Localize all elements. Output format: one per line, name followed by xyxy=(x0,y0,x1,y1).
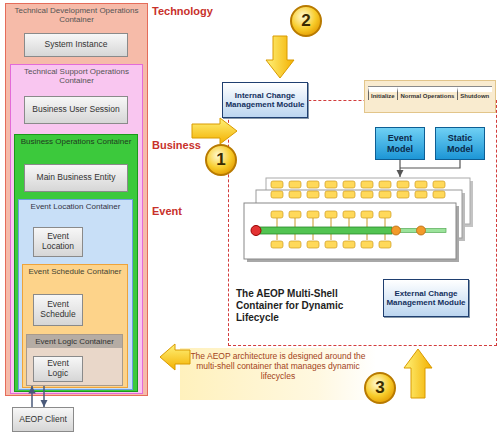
step-row xyxy=(270,240,396,250)
container-heading: Business Operations Container xyxy=(15,137,137,146)
entity-box: Business User Session xyxy=(24,96,128,124)
box-label: Event Logic xyxy=(34,359,82,379)
leader-line xyxy=(400,160,460,168)
connector-arrow xyxy=(43,386,45,407)
container-heading: Event Logic Container xyxy=(27,335,122,348)
panel-shadow xyxy=(269,181,473,227)
entity-box: Event Location xyxy=(33,227,83,257)
leader-line xyxy=(399,160,400,177)
container-heading: Event Location Container xyxy=(19,202,132,211)
module-label: Internal Change Management Module xyxy=(223,91,307,109)
timeline-bar xyxy=(256,227,392,234)
box-label: Business User Session xyxy=(30,105,121,115)
callout-number: 2 xyxy=(291,6,321,36)
lifecycle-panel xyxy=(266,178,470,224)
callout-arrow xyxy=(192,118,237,144)
step-row xyxy=(270,190,450,200)
shell-container: Event Logic ContainerEvent Logic xyxy=(26,334,123,386)
state-dot xyxy=(392,226,401,235)
change-module: Internal Change Management Module xyxy=(222,82,308,118)
section-label: Technology xyxy=(152,5,232,20)
client-box: AEOP Client xyxy=(12,407,74,432)
callout-circle xyxy=(206,145,236,175)
note-box: The AEOP architecture is designed around… xyxy=(180,348,376,400)
connector-arrow xyxy=(31,386,33,407)
lifecycle-panel xyxy=(256,190,462,238)
shell-container: Technical Development Operations Contain… xyxy=(5,3,148,396)
shell-container: Event Schedule ContainerEvent ScheduleEv… xyxy=(22,264,128,388)
entity-box: System Instance xyxy=(24,33,128,57)
step-links xyxy=(270,218,396,240)
callout-arrow xyxy=(160,344,190,370)
container-heading: Technical Development Operations Contain… xyxy=(6,6,147,24)
panel-shadow xyxy=(259,193,465,241)
box-label: Main Business Entity xyxy=(35,173,118,183)
lifecycle-container: The AEOP Multi-Shell Container for Dynam… xyxy=(228,100,497,346)
phase-label: Initialize xyxy=(368,87,397,100)
panel-shadow xyxy=(247,206,459,262)
timeline-bar xyxy=(398,229,446,233)
box-label: Event Schedule xyxy=(34,300,82,320)
container-heading: Technical Support Operations Container xyxy=(11,67,142,85)
entity-box: Main Business Entity xyxy=(24,164,128,192)
module-label: External Change Management Module xyxy=(384,289,468,307)
callout-arrow xyxy=(404,349,432,398)
entity-box: Event Logic xyxy=(33,356,83,382)
start-dot xyxy=(251,226,261,236)
phase-label: Normal Operations xyxy=(397,87,457,100)
box-label: Event Location xyxy=(34,232,82,252)
shell-container: Business Operations ContainerMain Busine… xyxy=(14,134,138,392)
box-label: AEOP Client xyxy=(17,415,69,425)
model-box: Static Model xyxy=(435,127,485,160)
container-heading: Event Schedule Container xyxy=(23,267,127,276)
state-dot xyxy=(417,226,426,235)
phase-label: Shutdown xyxy=(457,87,492,100)
step-row xyxy=(270,210,396,220)
lifecycle-panel xyxy=(244,203,456,259)
entity-box: Event Schedule xyxy=(33,294,83,326)
section-label: Event xyxy=(152,205,212,220)
box-label: System Instance xyxy=(43,40,110,50)
callout-number: 1 xyxy=(206,145,236,175)
lifecycle-bar: InitializeNormal OperationsShutdown xyxy=(364,80,496,113)
callout-circle xyxy=(291,6,321,36)
note-text: The AEOP architecture is designed around… xyxy=(184,352,372,381)
shell-container: Technical Support Operations ContainerBu… xyxy=(10,64,143,394)
shell-container: Event Location ContainerEvent LocationEv… xyxy=(18,199,133,390)
callout-circle xyxy=(365,373,395,403)
model-label: Event Model xyxy=(376,133,424,154)
model-label: Static Model xyxy=(436,133,484,154)
model-box: Event Model xyxy=(375,127,425,160)
change-module: External Change Management Module xyxy=(383,279,469,317)
callout-arrow xyxy=(266,36,294,78)
step-row xyxy=(270,180,450,190)
container-title: The AEOP Multi-Shell Container for Dynam… xyxy=(236,288,348,324)
section-label: Business xyxy=(152,139,222,154)
